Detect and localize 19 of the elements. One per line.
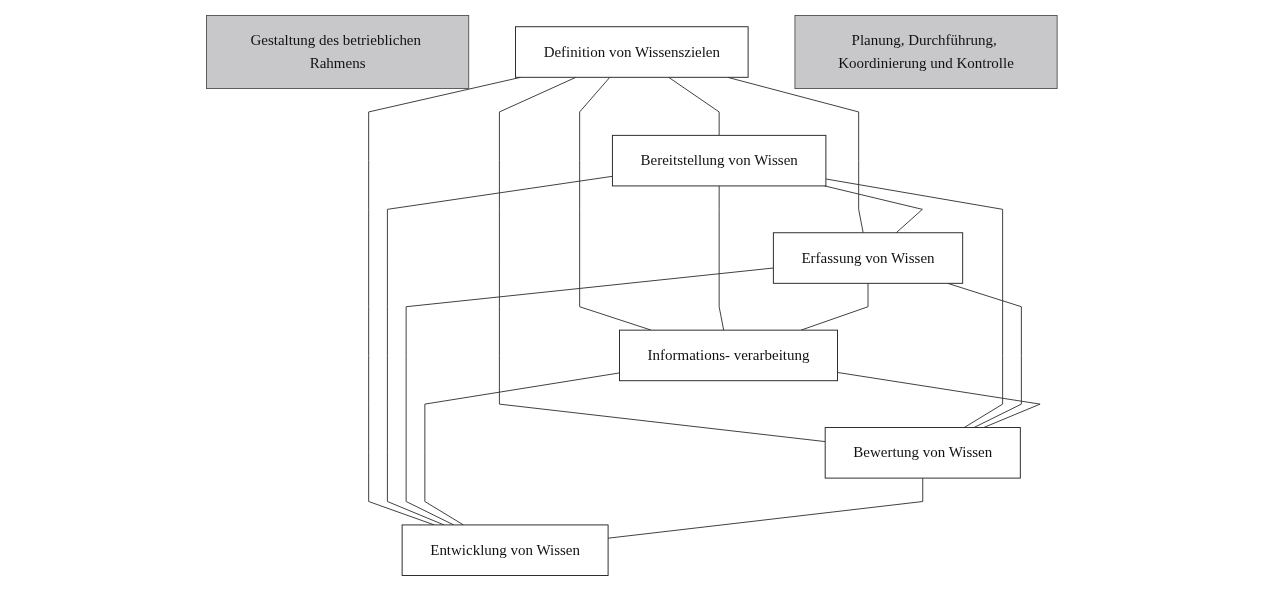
node-box: Entwicklung von Wissen	[401, 523, 609, 576]
connector	[946, 282, 1022, 428]
node-box: Planung, Durchführung, Koordinierung und Kontrolle	[794, 14, 1058, 89]
connector	[718, 184, 724, 331]
connector	[607, 477, 923, 539]
node-box: Bewertung von Wissen	[824, 426, 1021, 479]
connector	[498, 76, 826, 442]
connector	[424, 371, 620, 525]
connector	[367, 76, 521, 525]
node-box: Informations- verarbeitung	[618, 329, 838, 381]
node-box: Bereitstellung von Wissen	[611, 134, 826, 186]
connector	[667, 76, 720, 136]
connector	[836, 371, 1041, 428]
connector	[405, 267, 774, 525]
node-box: Definition von Wissenszielen	[514, 25, 749, 78]
node-box: Gestaltung des betrieblichen Rahmens	[205, 14, 469, 89]
node-box: Erfassung von Wissen	[772, 231, 963, 284]
connector	[386, 175, 613, 525]
connector	[825, 178, 1003, 428]
